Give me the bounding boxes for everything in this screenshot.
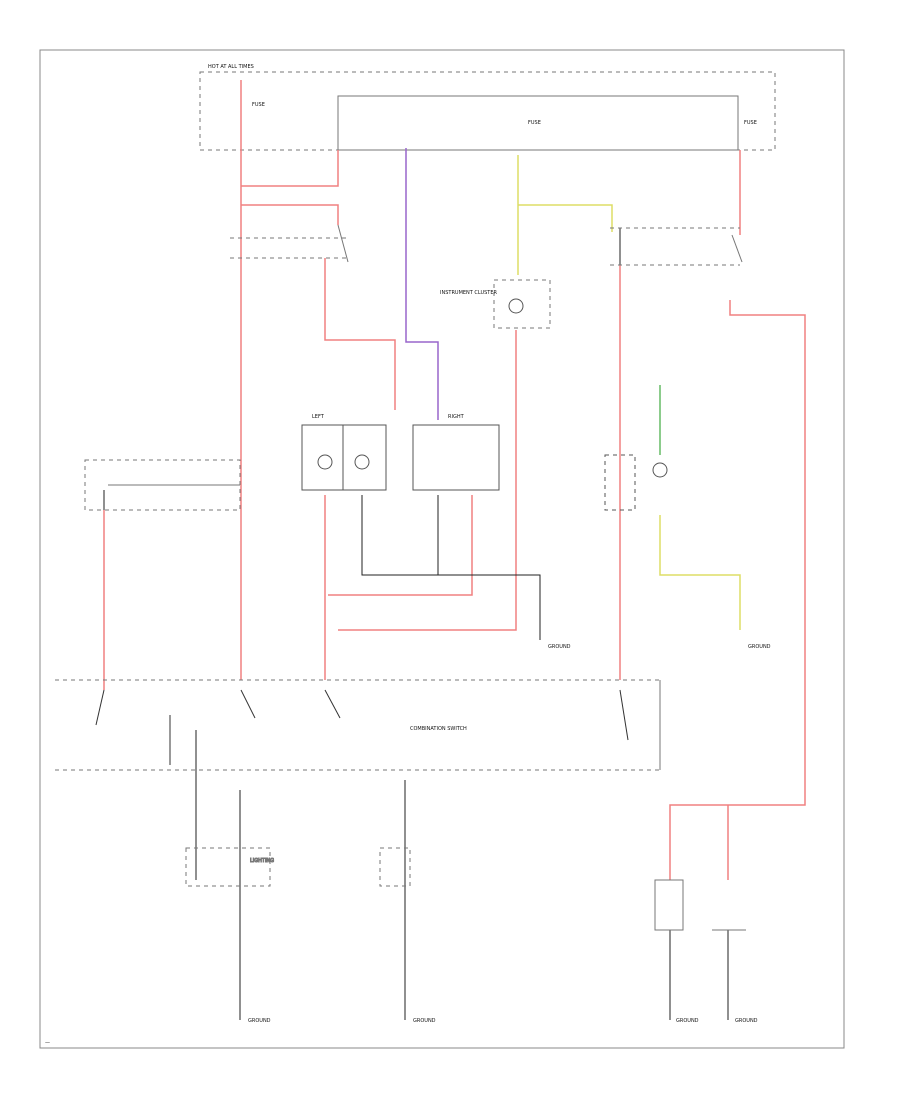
right-lamp-box: RIGHT [412, 414, 500, 491]
indicator-lamp [604, 454, 668, 511]
right-lamp-label: RIGHT [448, 414, 465, 420]
corner-mark: — [45, 1040, 50, 1046]
diagram-frame [39, 49, 845, 1049]
ground-points: GROUND GROUND GROUND GROUND GROUND GROUN… [248, 644, 771, 1024]
red-wires [103, 80, 806, 880]
instrument-cluster-label: INSTRUMENT CLUSTER [440, 290, 498, 296]
instrument-cluster: INSTRUMENT CLUSTER [440, 279, 551, 329]
ground-label: GROUND [735, 1018, 758, 1024]
purple-wires [405, 148, 439, 420]
ground-label: GROUND [413, 1018, 436, 1024]
relay-boxes [230, 224, 743, 266]
ground-label: GROUND [248, 1018, 271, 1024]
left-lamp-box: LEFT [301, 414, 387, 491]
lighting-label: LIGHTING [250, 858, 274, 864]
ground-label: GROUND [548, 644, 571, 650]
fuse-box-label: HOT AT ALL TIMES [208, 64, 254, 70]
fuse-label: FUSE [528, 120, 541, 126]
connector-box-left [84, 459, 241, 511]
fuse-label: FUSE [744, 120, 757, 126]
ground-label: GROUND [676, 1018, 699, 1024]
fuse-label: FUSE [252, 102, 265, 108]
combination-switch: COMBINATION SWITCH [55, 679, 661, 771]
fuse-box: HOT AT ALL TIMES FUSE FUSE FUSE [199, 64, 776, 151]
lower-switches: LIGHTING [185, 847, 746, 931]
black-wires [103, 228, 729, 1020]
combination-switch-label: COMBINATION SWITCH [410, 726, 467, 732]
yellow-wires [517, 155, 741, 630]
left-lamp-label: LEFT [312, 414, 325, 420]
ground-label: GROUND [748, 644, 771, 650]
